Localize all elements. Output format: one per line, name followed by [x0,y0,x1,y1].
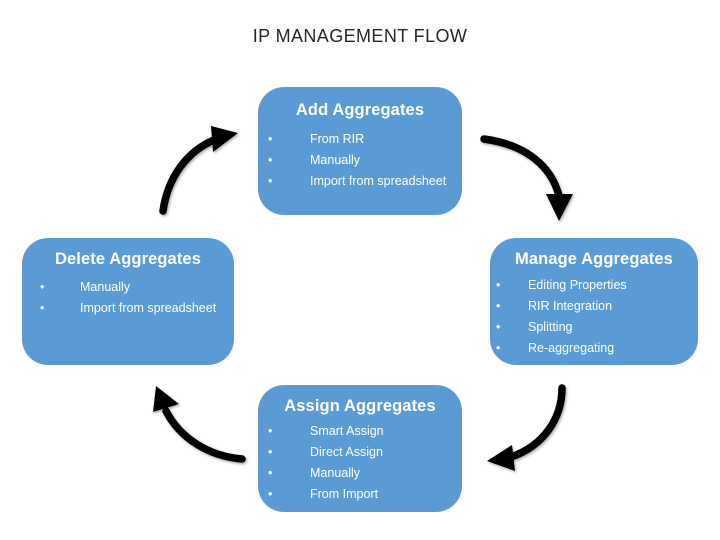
node-manage-aggregates-heading: Manage Aggregates [515,250,673,268]
list-item: • Manually [40,277,234,298]
list-item-label: Direct Assign [310,445,383,459]
list-item-label: Manually [310,153,361,167]
bullet-icon: • [268,445,273,459]
bullet-icon: • [40,301,45,315]
list-item: • Editing Properties [496,275,698,296]
list-item: • Manually [268,463,462,484]
node-manage-aggregates[interactable]: Manage Aggregates • Editing Properties •… [490,238,698,365]
list-item: • Import from spreadsheet [268,171,462,192]
list-item: • Splitting [496,317,698,338]
list-item: • RIR Integration [496,296,698,317]
list-item: • Re-aggregating [496,338,698,359]
list-item-label: Editing Properties [528,278,627,292]
list-item: • Direct Assign [268,442,462,463]
node-delete-aggregates-heading: Delete Aggregates [55,250,201,268]
list-item-label: Smart Assign [310,424,384,438]
node-delete-aggregates[interactable]: Delete Aggregates • Manually • Import fr… [22,238,234,365]
bullet-icon: • [268,132,273,146]
node-add-aggregates[interactable]: Add Aggregates • From RIR • Manually • I… [258,87,462,215]
list-item: • From Import [268,484,462,505]
arrow-manage-to-assign [487,384,566,471]
node-delete-aggregates-list: • Manually • Import from spreadsheet [22,277,234,319]
list-item: • Import from spreadsheet [40,298,234,319]
bullet-icon: • [268,153,273,167]
list-item: • Manually [268,150,462,171]
list-item-label: Re-aggregating [528,341,615,355]
arrow-delete-to-add [159,126,238,215]
node-manage-aggregates-list: • Editing Properties • RIR Integration •… [490,275,698,359]
list-item-label: Import from spreadsheet [80,301,217,315]
list-item-label: Manually [80,280,131,294]
bullet-icon: • [496,320,501,334]
node-add-aggregates-list: • From RIR • Manually • Import from spre… [258,129,462,192]
node-assign-aggregates-list: • Smart Assign • Direct Assign • Manuall… [258,421,462,505]
list-item-label: Import from spreadsheet [310,174,447,188]
arrow-assign-to-delete [153,386,246,463]
bullet-icon: • [268,424,273,438]
bullet-icon: • [496,299,501,313]
bullet-icon: • [496,278,501,292]
bullet-icon: • [268,487,273,501]
node-add-aggregates-heading: Add Aggregates [295,101,425,119]
node-assign-aggregates[interactable]: Assign Aggregates • Smart Assign • Direc… [258,385,462,512]
list-item-label: Splitting [528,320,573,334]
list-item-label: From RIR [310,132,365,146]
node-assign-aggregates-heading: Assign Aggregates [284,397,436,415]
arrow-add-to-manage [480,135,573,221]
bullet-icon: • [268,174,273,188]
bullet-icon: • [268,466,273,480]
list-item-label: RIR Integration [528,299,613,313]
bullet-icon: • [496,341,501,355]
list-item-label: From Import [310,487,379,501]
list-item: • From RIR [268,129,462,150]
list-item-label: Manually [310,466,361,480]
list-item: • Smart Assign [268,421,462,442]
page-title: IP MANAGEMENT FLOW [252,26,468,46]
bullet-icon: • [40,280,45,294]
